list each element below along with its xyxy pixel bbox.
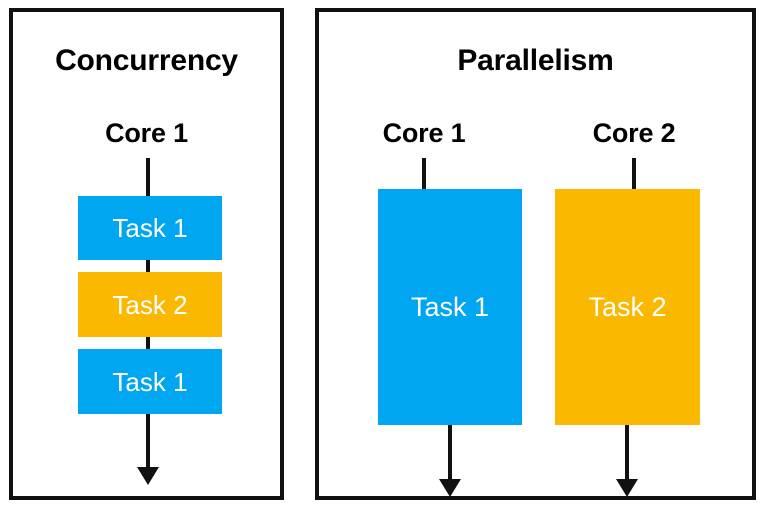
core-label-parallelism-core2: Core 2 (592, 118, 676, 148)
task-box-label: Task 2 (112, 289, 188, 320)
flow-stem-core1-bottom (448, 425, 452, 481)
flow-stem-task2-to-task3 (146, 337, 150, 349)
task-box-label: Task 1 (112, 213, 188, 243)
flow-stem-task1-to-task2 (146, 260, 150, 272)
panel-title-parallelism: Parallelism (457, 44, 614, 77)
panel-title-concurrency: Concurrency (55, 44, 238, 77)
flow-arrowhead-core2 (616, 479, 638, 497)
task-box-label: Task 1 (410, 291, 490, 322)
task-box-label: Task 2 (588, 291, 667, 322)
task-box-parallelism-core2: Task 2 (555, 189, 700, 425)
core-label-concurrency-core1: Core 1 (105, 118, 188, 148)
flow-stem-core1-to-task1 (146, 158, 150, 198)
task-box-label: Task 1 (112, 366, 188, 397)
flow-stem-task3-to-end (146, 414, 150, 469)
core-label-parallelism-core1: Core 1 (382, 118, 466, 148)
task-box-concurrency-1: Task 1 (78, 196, 222, 260)
flow-arrowhead-concurrency (137, 467, 159, 485)
flow-stem-core1-top (422, 158, 426, 196)
task-box-concurrency-3: Task 1 (78, 349, 222, 414)
task-box-parallelism-core1: Task 1 (378, 189, 522, 425)
flow-stem-core2-top (632, 158, 636, 196)
flow-arrowhead-core1 (439, 479, 461, 497)
task-box-concurrency-2: Task 2 (78, 272, 222, 337)
panel-concurrency: Concurrency Core 1 Task 1 Task 2 Task 1 (9, 8, 284, 500)
flow-stem-core2-bottom (625, 425, 629, 481)
panel-parallelism: Parallelism Core 1 Task 1 Core 2 Task 2 (315, 8, 756, 500)
